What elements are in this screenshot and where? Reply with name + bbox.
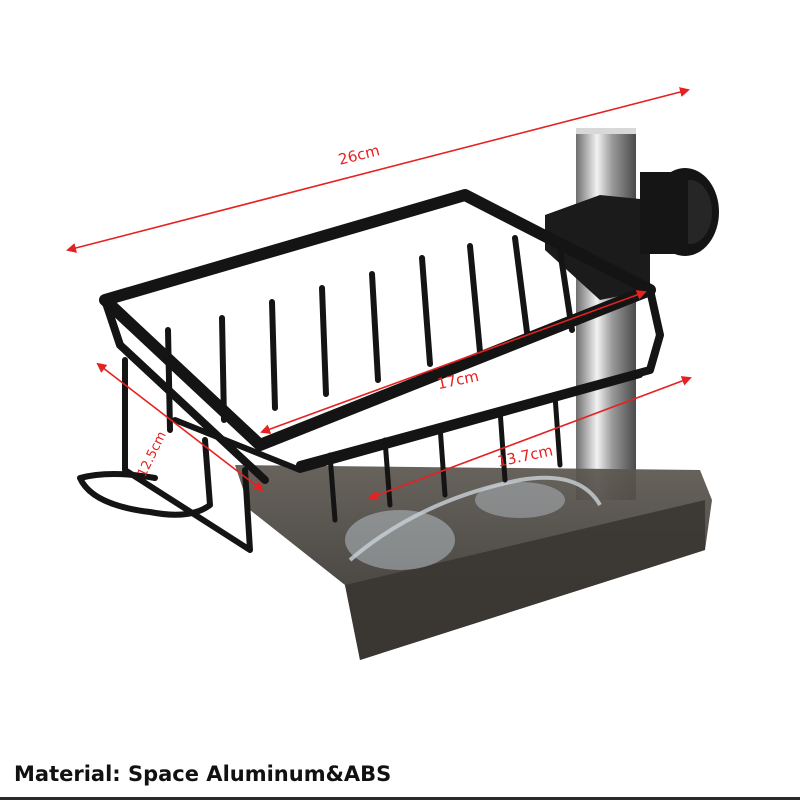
dimension-lines — [66, 87, 692, 500]
tray-width-dimension-line — [368, 376, 692, 500]
length-dimension-line — [66, 87, 690, 253]
material-caption: Material: Space Aluminum&ABS — [14, 762, 392, 786]
depth-dimension-line — [96, 362, 264, 492]
drip-tray — [235, 465, 712, 660]
bottom-border — [0, 797, 800, 800]
basket-width-dimension-line — [260, 290, 647, 434]
